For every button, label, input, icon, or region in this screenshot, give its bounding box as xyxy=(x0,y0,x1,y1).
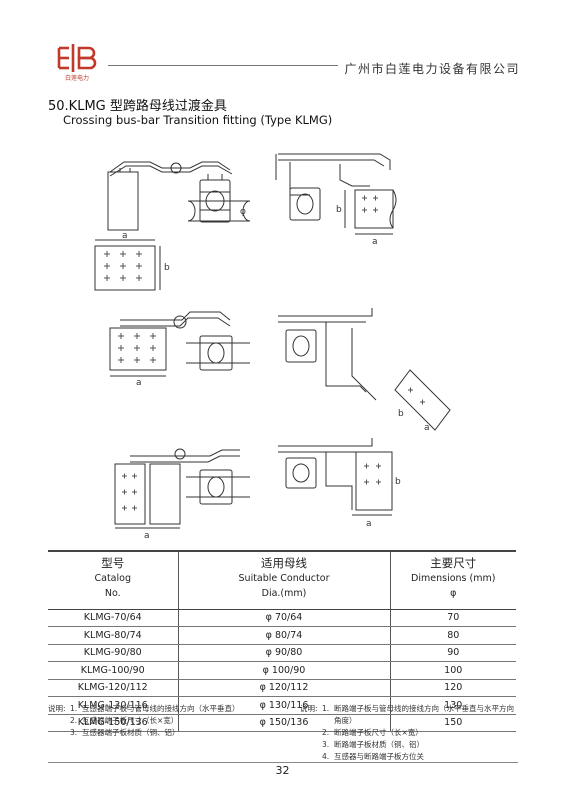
cell-conductor: φ 70/64 xyxy=(177,609,390,627)
drawing-2-side-view xyxy=(278,308,451,431)
cell-conductor: φ 80/74 xyxy=(177,626,390,645)
cell-conductor: φ 120/112 xyxy=(177,679,390,697)
cell-model: KLMG-80/74 xyxy=(48,626,178,645)
notes-right-label: 说明: xyxy=(300,704,318,713)
note-item: 3.断路端子板材质（铜、铝） xyxy=(322,740,424,749)
company-name: 广州市白莲电力设备有限公司 xyxy=(338,60,520,77)
header-rule xyxy=(108,65,518,66)
header-catalog: 型号 Catalog No. xyxy=(48,551,178,610)
technical-drawings: a b φ b a a xyxy=(94,153,451,540)
spec-table: 型号 Catalog No. 适用母线 Suitable Conductor D… xyxy=(48,550,516,732)
drawing-1-side-view xyxy=(275,153,397,235)
note-item: 2.断路端子板尺寸（长×宽） xyxy=(322,728,423,737)
cell-model: KLMG-70/64 xyxy=(48,609,178,627)
row2-side-label-b: b xyxy=(398,409,404,419)
cell-dimension: 90 xyxy=(389,644,516,662)
drawing-2-front-view xyxy=(109,311,250,377)
note-item: 4.互感器与断路端子板方位关 xyxy=(322,752,424,761)
side-label-a: a xyxy=(372,237,378,247)
cell-dimension: 80 xyxy=(389,626,516,645)
cell-conductor: φ 100/90 xyxy=(177,661,390,680)
cell-dimension: 70 xyxy=(389,609,516,627)
cell-model: KLMG-100/90 xyxy=(48,661,178,680)
page-number: 32 xyxy=(275,764,290,777)
cell-dimension: 120 xyxy=(389,679,516,697)
logo-caption: 白莲电力 xyxy=(64,75,89,82)
cell-conductor: φ 130/116 xyxy=(177,696,390,715)
footer-rule xyxy=(48,762,518,763)
dim-label-phi: φ xyxy=(240,207,246,217)
note-item: 3.互感器端子板材质（铜、铝） xyxy=(70,728,180,737)
cell-dimension: 130 xyxy=(389,696,516,715)
company-logo xyxy=(57,44,97,72)
row3-label-a: a xyxy=(144,531,150,540)
header-conductor: 适用母线 Suitable Conductor Dia.(mm) xyxy=(177,551,390,610)
note-item: 1.断路端子板与管母线的接线方向（水平垂直与水平方向角度） xyxy=(322,704,514,725)
row2-side-label-a: a xyxy=(424,423,430,433)
row3-side-label-a: a xyxy=(366,519,372,529)
side-label-b: b xyxy=(336,205,342,215)
cell-dimension: 150 xyxy=(389,714,516,732)
row2-label-a: a xyxy=(136,378,142,388)
drawing-3-side-view xyxy=(278,438,393,516)
cell-conductor: φ 150/136 xyxy=(177,714,390,732)
note-item: 1.互感器端子板与管母线的接线方向（水平垂直） xyxy=(70,704,240,713)
drawing-1-front-view xyxy=(94,161,251,291)
cell-model: KLMG-120/112 xyxy=(48,679,178,697)
notes-left-label: 说明: xyxy=(48,704,66,713)
cell-model: KLMG-150/136 xyxy=(48,714,178,732)
header-dimensions: 主要尺寸 Dimensions (mm) φ xyxy=(389,551,516,610)
cell-dimension: 100 xyxy=(389,661,516,680)
drawing-3-front-view xyxy=(114,448,250,529)
cell-model: KLMG-90/80 xyxy=(48,644,178,662)
product-title-cn: 50.KLMG 型跨路母线过渡金具 xyxy=(48,99,227,114)
notes-left: 说明: 1.互感器端子板与管母线的接线方向（水平垂直） 2.互感器端子板尺寸（长… xyxy=(48,703,288,739)
cell-conductor: φ 90/80 xyxy=(177,644,390,662)
dim-label-b: b xyxy=(164,263,170,273)
row3-side-label-b: b xyxy=(395,477,401,487)
cell-model: KLMG-130/116 xyxy=(48,696,178,715)
notes-right: 说明: 1.断路端子板与管母线的接线方向（水平垂直与水平方向角度） 2.断路端子… xyxy=(300,703,520,763)
product-title-en: Crossing bus-bar Transition fitting (Typ… xyxy=(63,113,333,127)
dim-label-a: a xyxy=(122,231,128,241)
note-item: 2.互感器端子板尺寸（长×宽） xyxy=(70,716,179,725)
table-header-row: 型号 Catalog No. 适用母线 Suitable Conductor D… xyxy=(48,551,516,610)
